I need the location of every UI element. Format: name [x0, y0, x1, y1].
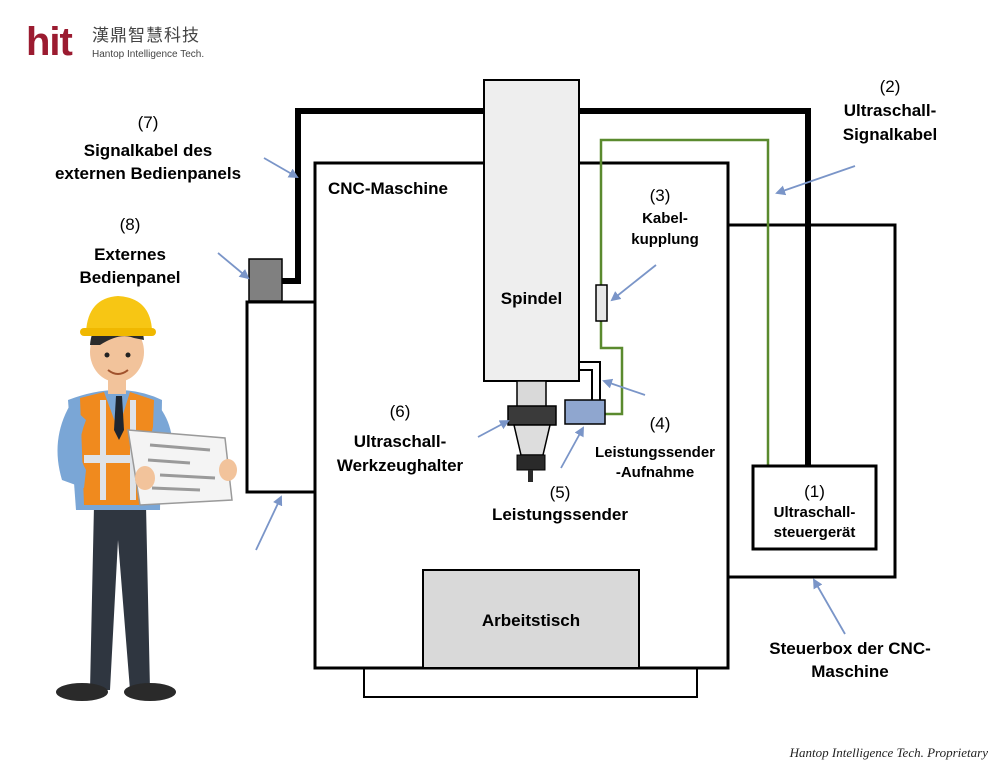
panel-label-line2: Bedienpanel: [79, 268, 181, 287]
panel-cable-label-line2: externen Bedienpanels: [54, 164, 242, 183]
cable-coupling: [595, 284, 608, 322]
controller-label-line1: Ultraschall-: [773, 504, 856, 521]
receiver-bracket: [579, 361, 601, 400]
logo-mark: hit: [26, 20, 73, 64]
tool-holder-taper: [513, 424, 551, 456]
arrow-coupling: [610, 264, 657, 302]
power-transmitter-receiver: [564, 399, 606, 425]
panel-label-line1: Externes: [94, 245, 166, 264]
external-panel-signal-cable: [282, 108, 811, 466]
tool-bit-tip: [528, 470, 533, 482]
signal-cable-label-line2: Signalkabel: [842, 125, 938, 144]
signal-cable-number: (2): [879, 77, 901, 96]
arrow-panel-cable: [263, 157, 299, 178]
receiver-green-cable: [599, 321, 624, 416]
side-cabinet: [245, 300, 317, 494]
panel-number: (8): [119, 215, 141, 234]
controller-label-line2: steuergerät: [773, 524, 856, 541]
cnc-machine-label: CNC-Maschine: [328, 179, 448, 198]
ultrasonic-controller: [751, 464, 878, 551]
holder-label-line2: Werkzeughalter: [336, 456, 464, 475]
power-transmitter: [507, 405, 557, 426]
arrow-signal-cable: [775, 165, 856, 196]
controller-number: (1): [804, 482, 825, 501]
control-box-label-line2: Maschine: [811, 662, 889, 681]
receiver-number: (4): [649, 414, 671, 433]
coupling-number: (3): [649, 186, 671, 205]
work-table: [422, 569, 640, 669]
proprietary-footer: Hantop Intelligence Tech. Proprietary: [789, 745, 988, 760]
logo-chinese-name: 漢鼎智慧科技: [92, 26, 200, 46]
spindle-label: Spindel: [500, 289, 563, 308]
tool-holder-body: [516, 380, 547, 408]
signal-cable-label-line1: Ultraschall-: [843, 101, 937, 120]
spindle: [483, 79, 580, 382]
arrow-side-cabinet: [255, 495, 283, 551]
external-operation-panel: [248, 258, 283, 302]
logo-english-name: Hantop Intelligence Tech.: [92, 49, 205, 60]
receiver-label-line1: Leistungssender: [594, 444, 716, 461]
coupling-label-line2: kupplung: [631, 231, 699, 248]
arrow-control-box: [813, 578, 846, 635]
ultrasonic-signal-cable: [599, 138, 770, 466]
callout-arrows: [217, 157, 856, 635]
panel-cable-number: (7): [137, 113, 159, 132]
arrow-receiver: [602, 378, 646, 396]
work-table-label: Arbeitstisch: [481, 611, 581, 630]
machine-base: [363, 666, 698, 698]
transmitter-number: (5): [549, 483, 571, 502]
panel-cable-label-line1: Signalkabel des: [83, 141, 213, 160]
control-box-label-line1: Steuerbox der CNC-: [769, 639, 931, 658]
arrow-holder: [477, 420, 510, 438]
engineer-illustration: [56, 296, 237, 701]
arrow-panel: [217, 252, 250, 280]
tool-bit: [516, 454, 546, 471]
coupling-label-line1: Kabel-: [642, 210, 688, 227]
holder-number: (6): [389, 402, 411, 421]
holder-label-line1: Ultraschall-: [353, 432, 447, 451]
transmitter-label: Leistungssender: [491, 505, 629, 524]
receiver-label-line2: -Aufnahme: [615, 464, 695, 481]
arrow-transmitter: [560, 426, 584, 469]
